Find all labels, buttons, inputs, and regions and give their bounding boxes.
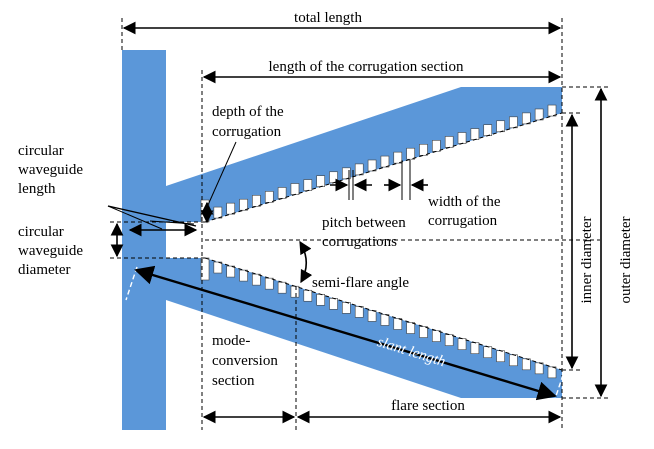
waveguide-length-line1: circular bbox=[18, 143, 64, 159]
corrugation-slot bbox=[226, 202, 236, 215]
dimension-arrows bbox=[110, 21, 608, 424]
corrugation-slot bbox=[432, 330, 441, 342]
mode-conversion-line1: mode- bbox=[212, 333, 250, 349]
mode-conversion-line3: section bbox=[212, 373, 255, 389]
corrugation-slot bbox=[316, 175, 325, 187]
leader-lines bbox=[107, 141, 237, 230]
corrugation-slot bbox=[496, 350, 505, 363]
waveguide-diameter-line2: waveguide bbox=[18, 243, 83, 259]
corrugation-slot bbox=[354, 306, 364, 318]
corrugation-slot bbox=[264, 191, 274, 203]
semi-flare-angle-label: semi-flare angle bbox=[312, 275, 409, 291]
corrugation-slot bbox=[457, 132, 467, 144]
corrugation-slot bbox=[393, 151, 403, 164]
inner-diameter-label: inner diameter bbox=[579, 216, 595, 303]
corrugation-slot bbox=[444, 334, 454, 346]
flange-plate bbox=[122, 50, 166, 430]
corrugation-slot bbox=[521, 358, 531, 371]
outer-diameter-label: outer diameter bbox=[618, 216, 634, 303]
depth-label-line2: corrugation bbox=[212, 124, 282, 140]
corrugation-slot bbox=[252, 273, 261, 286]
corrugation-slot bbox=[329, 171, 338, 184]
corrugation-slot bbox=[419, 326, 428, 338]
corrugation-slot bbox=[419, 143, 428, 156]
corrugation-slot bbox=[367, 159, 377, 172]
corrugation-slot bbox=[316, 293, 325, 306]
corrugation-slot bbox=[239, 269, 248, 282]
corrugation-slot bbox=[213, 206, 223, 219]
corrugation-slot bbox=[342, 302, 351, 314]
corrugation-slot bbox=[264, 277, 274, 290]
corrugation-slot bbox=[277, 187, 287, 199]
waveguide-length-line2: waveguide bbox=[18, 162, 83, 178]
corrugation-slot bbox=[380, 314, 390, 326]
corrugation-slot bbox=[290, 183, 300, 195]
slant-length-arrow bbox=[134, 265, 557, 401]
waveguide-diameter-line1: circular bbox=[18, 224, 64, 240]
corrugation-slot bbox=[483, 346, 493, 359]
depth-label-line1: depth of the bbox=[212, 104, 284, 120]
corrugation-slot bbox=[239, 198, 248, 211]
flare-section-label: flare section bbox=[391, 398, 465, 414]
pitch-width-ticks bbox=[348, 160, 411, 200]
waveguide-diameter-line3: diameter bbox=[18, 262, 70, 278]
total-length-label: total length bbox=[294, 10, 362, 26]
semi-flare-angle-arc bbox=[299, 240, 313, 284]
corrugation-slot bbox=[380, 155, 390, 168]
corrugation-slot bbox=[470, 128, 480, 140]
corrugation-slot bbox=[277, 281, 287, 294]
corrugation-slot bbox=[367, 310, 377, 322]
corrugation-slot bbox=[393, 318, 403, 330]
corrugation-slot bbox=[406, 322, 415, 334]
width-label-line1: width of the bbox=[428, 194, 501, 210]
corrugation-slot bbox=[354, 163, 364, 176]
corrugation-slot bbox=[406, 147, 415, 160]
corrugation-slot bbox=[534, 362, 544, 375]
corrugation-slot bbox=[547, 366, 557, 379]
corrugation-slot bbox=[547, 104, 557, 117]
corrugation-slot bbox=[470, 342, 480, 354]
pitch-label-line2: corrugations bbox=[322, 234, 397, 250]
width-label-line2: corrugation bbox=[428, 213, 498, 229]
corrugation-slot bbox=[290, 285, 300, 298]
corrugation-slot bbox=[534, 108, 544, 121]
upper-horn-wall bbox=[166, 87, 562, 222]
corrugation-slot bbox=[521, 112, 531, 125]
corrugation-slot bbox=[213, 261, 223, 274]
corrugation-slot bbox=[509, 354, 518, 367]
corrugation-length-label: length of the corrugation section bbox=[269, 59, 464, 75]
corrugation-slot bbox=[457, 338, 467, 350]
waveguide-length-line3: length bbox=[18, 181, 56, 197]
corrugation-slot bbox=[432, 140, 441, 152]
corrugation-slot bbox=[226, 265, 236, 278]
corrugation-slot bbox=[303, 179, 313, 191]
corrugation-slot bbox=[252, 195, 261, 207]
corrugation-slot bbox=[509, 116, 518, 129]
corrugation-slot bbox=[444, 136, 454, 148]
corrugation-slot bbox=[496, 120, 505, 133]
mode-conversion-line2: conversion bbox=[212, 353, 278, 369]
corrugation-slot bbox=[303, 289, 313, 302]
labels: total length length of the corrugation s… bbox=[18, 10, 634, 414]
pitch-label-line1: pitch between bbox=[322, 215, 406, 231]
corrugation-slot bbox=[329, 298, 338, 310]
corrugation-slot bbox=[483, 124, 493, 136]
